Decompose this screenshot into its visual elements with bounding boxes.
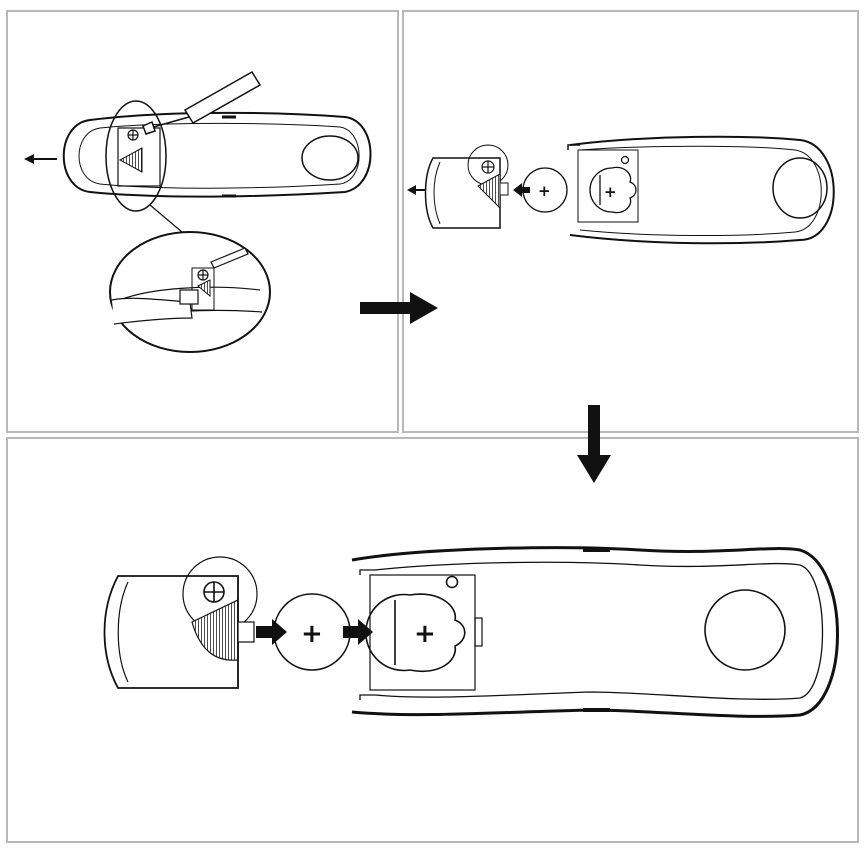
step-3-battery-cover (103, 556, 258, 689)
next-step-arrow-right-icon (360, 292, 438, 324)
step-3-insert-arrow-icon (256, 619, 373, 645)
step-1-cover-latch (118, 147, 143, 173)
step-2-battery-slot (589, 166, 637, 214)
step-3-slot-polarity-label: + (414, 619, 436, 649)
step-1-screw-icon (127, 129, 139, 141)
step-3-screw-icon (203, 581, 225, 603)
step-1-zoom-callout (105, 100, 271, 353)
step-2-battery-cover (424, 144, 509, 229)
step-3-battery-polarity-label: + (301, 619, 323, 649)
step-2-battery-polarity-label: + (538, 182, 551, 200)
step-3-remote-body (351, 546, 839, 718)
step-2-slot-polarity-label: + (604, 183, 617, 201)
step-1-remote (62, 111, 372, 198)
step-2-arrow-left-icon (407, 185, 425, 195)
step-1-panel (6, 10, 399, 433)
next-step-arrow-down-icon (577, 405, 611, 483)
step-3-remote-inner (359, 548, 824, 712)
step-2-screw-icon (481, 160, 495, 174)
step-1-arrow-icon (24, 154, 57, 164)
step-2-remote-body (567, 135, 835, 245)
step-1-screwdriver-icon (142, 70, 262, 135)
step-2-insert-arrow-icon (513, 183, 530, 197)
